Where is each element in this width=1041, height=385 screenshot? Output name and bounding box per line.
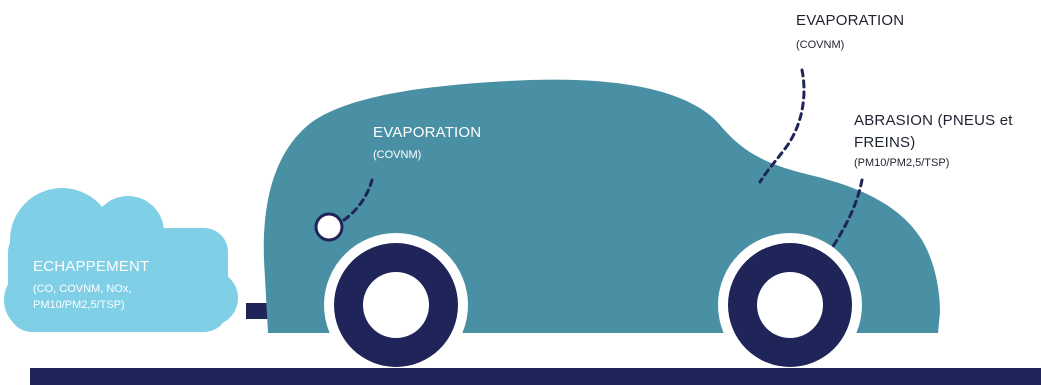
evaporation-top-subtitle: (COVNM) [796,39,844,52]
abrasion-title: ABRASION (PNEUS et FREINS) [854,110,1039,154]
evaporation-tank-subtitle: (COVNM) [373,149,421,162]
evaporation-tank-title: EVAPORATION [373,124,481,142]
exhaust-title: ECHAPPEMENT [33,258,149,276]
exhaust-pipe [246,303,268,319]
road [30,368,1041,385]
evaporation-top-title: EVAPORATION [796,12,904,30]
abrasion-subtitle: (PM10/PM2,5/TSP) [854,157,949,170]
wheel-left [334,243,458,367]
exhaust-subtitle: (CO, COVNM, NOx, PM10/PM2,5/TSP) [33,282,193,314]
wheel-right [728,243,852,367]
fuel-cap-icon [316,214,342,240]
